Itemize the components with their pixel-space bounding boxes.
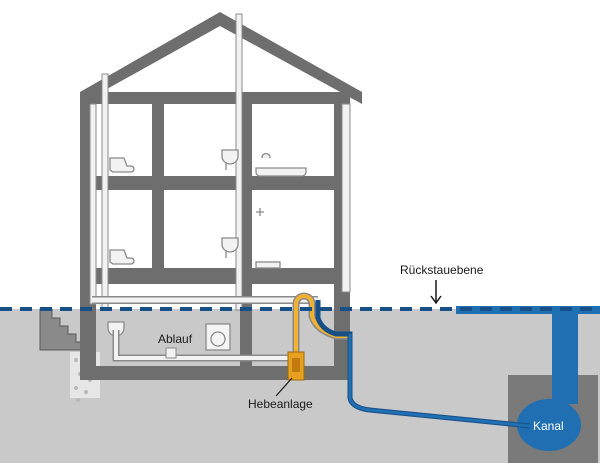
sewer-basin — [517, 399, 581, 451]
backflow-level-label: Rückstauebene — [400, 263, 484, 277]
sink-middle — [221, 237, 239, 258]
lifting-station-label: Hebeanlage — [248, 397, 313, 411]
toilet-middle — [109, 249, 135, 265]
backflow-level-marker — [430, 280, 442, 305]
lifting-station-pointer — [275, 377, 293, 397]
sewer-shaft — [552, 314, 578, 404]
washing-machine — [205, 323, 231, 351]
shower-tray — [255, 261, 281, 269]
bathtub — [255, 152, 307, 177]
floor-drain — [165, 347, 177, 359]
drain-label: Ablauf — [158, 332, 193, 346]
sink-upper — [221, 149, 239, 170]
toilet-upper — [109, 157, 135, 173]
sewer-label: Kanal — [533, 419, 564, 433]
fixtures — [107, 149, 307, 337]
shower-head — [256, 208, 264, 216]
